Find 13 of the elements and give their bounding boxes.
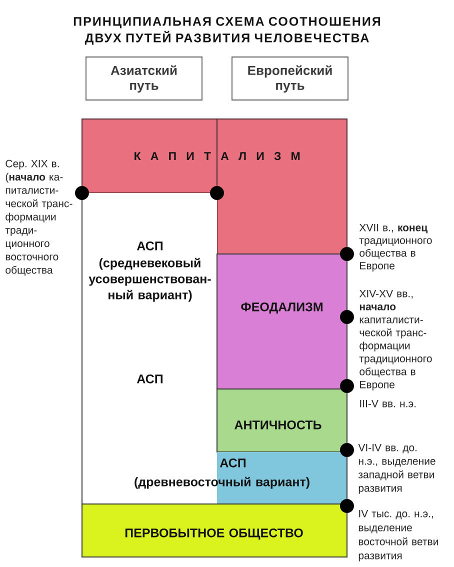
- date-note: VI-IV вв. до. н.э., выделение западной ветви развития: [358, 444, 436, 494]
- header-box: Европейский путь: [232, 56, 348, 100]
- stage-block: ПЕРВОБЫТНОЕ ОБЩЕСТВО: [82, 504, 348, 558]
- stage-block: АСП (древневосточный вариант): [134, 452, 348, 504]
- stage-block: ФЕОДАЛИЗМ: [216, 254, 348, 390]
- date-note: Сер. XIX в. (начало ка-питалисти-ческой транс-формации тради-ционного восточного общества: [5, 160, 72, 276]
- date-note: IV тыс. до. н.э., выделение восточной ветви развития: [358, 510, 438, 562]
- date-note: XVII в., конец традиционного общества в Европе: [359, 224, 432, 272]
- stage-block: АНТИЧНОСТЬ: [216, 388, 348, 452]
- title: ПРИНЦИПИАЛЬНАЯ СХЕМА СООТНОШЕНИЯ ДВУХ ПУТЕЙ РАЗВИТИЯ ЧЕЛОВЕЧЕСТВА: [74, 16, 380, 45]
- header-box: Азиатский путь: [86, 56, 202, 100]
- date-note: XIV-XV вв., начало капиталисти-ческой транс-формации традиционного общества в Европе: [359, 290, 432, 390]
- date-note: III-V вв. н.э.: [360, 400, 416, 408]
